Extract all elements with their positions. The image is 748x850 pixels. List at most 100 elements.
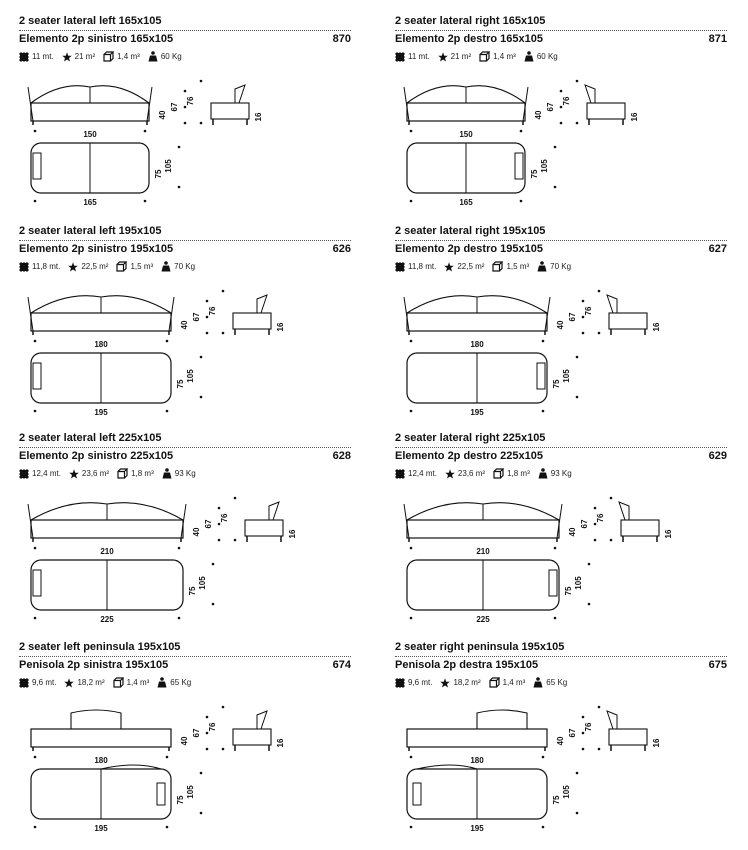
dimension-total-depth: 105	[198, 576, 207, 590]
dimension-seat-depth: 75	[552, 379, 561, 388]
dimension-back-height: 76	[220, 513, 229, 522]
area-spec: 23,6 m²	[445, 468, 485, 479]
area-spec: 22,5 m²	[68, 261, 108, 272]
fabric-spec: 11 mt.	[19, 51, 54, 62]
dimension-total-depth: 105	[562, 369, 571, 383]
area-spec: 21 m²	[61, 51, 95, 62]
dimension-width-inner: 180	[94, 340, 108, 349]
product-code: 871	[708, 33, 727, 45]
weight-icon	[524, 51, 534, 62]
weight-spec: 60 Kg	[148, 51, 182, 62]
dimension-dot	[33, 825, 37, 829]
weight-spec: 93 Kg	[538, 468, 572, 479]
dimension-dot	[165, 339, 169, 343]
product-title-en: 2 seater lateral left 165x105	[19, 15, 162, 27]
dimension-width-total: 165	[83, 198, 97, 207]
dimension-dot	[597, 705, 601, 709]
dimension-dot	[211, 602, 215, 606]
spec-row: 12,4 mt. 23,6 m² 1,8 m³ 93 Kg	[19, 468, 204, 479]
dimension-dot	[559, 89, 563, 93]
dimension-width-inner: 150	[83, 130, 97, 139]
dimension-dot	[221, 747, 225, 751]
sofa-figures	[406, 709, 648, 820]
dimension-back-height: 76	[584, 722, 593, 731]
dimension-arm-height: 67	[204, 519, 213, 528]
dimension-dot	[205, 331, 209, 335]
weight-icon	[157, 677, 167, 688]
product-title-it: Elemento 2p destro 225x105	[395, 450, 543, 462]
product-title-it: Elemento 2p sinistro 225x105	[19, 450, 174, 462]
dimension-dot	[559, 121, 563, 125]
dimension-dot	[205, 715, 209, 719]
dimension-width-inner: 180	[470, 756, 484, 765]
dotted-separator	[19, 447, 351, 448]
dimension-dot	[581, 731, 585, 735]
dimension-dot	[409, 546, 413, 550]
spec-row: 9,6 mt. 18,2 m² 1,4 m³ 65 Kg	[19, 677, 199, 688]
dimension-seat-height: 40	[180, 320, 189, 329]
sofa-figures	[27, 294, 272, 404]
star-icon	[437, 51, 448, 61]
spec-row: 9,6 mt. 18,2 m² 1,4 m³ 65 Kg	[395, 677, 575, 688]
area-spec: 18,2 m²	[64, 677, 105, 688]
weight-icon	[538, 468, 548, 479]
fabric-icon	[395, 261, 405, 272]
dimension-arm-height: 67	[192, 728, 201, 737]
area-spec: 23,6 m²	[69, 468, 109, 479]
dimension-dot	[199, 811, 203, 815]
weight-spec: 60 Kg	[524, 51, 558, 62]
weight-spec: 70 Kg	[161, 261, 195, 272]
dimension-dot	[217, 538, 221, 542]
volume-spec: 1,4 m³	[113, 677, 149, 688]
product-title-en: 2 seater lateral left 195x105	[19, 225, 162, 237]
back-cushion	[70, 709, 122, 729]
dimension-dot	[33, 755, 37, 759]
dimension-dot	[581, 331, 585, 335]
dimension-dot	[581, 715, 585, 719]
dimension-dot	[553, 546, 557, 550]
volume-spec: 1,8 m³	[493, 468, 530, 479]
product-title-it: Elemento 2p destro 165x105	[395, 33, 543, 45]
dimension-dot	[541, 339, 545, 343]
product-title-it: Penisola 2p sinistra 195x105	[19, 659, 169, 671]
dimension-dot	[587, 562, 591, 566]
product-item: 2 seater right peninsula 195x105 Penisol…	[395, 641, 727, 841]
dimension-dot	[221, 705, 225, 709]
dimension-seat-depth: 75	[530, 169, 539, 178]
dimension-dot	[143, 199, 147, 203]
dimension-seat-depth: 75	[564, 586, 573, 595]
front-view-seat	[30, 312, 172, 332]
box-icon	[489, 677, 500, 688]
fabric-icon	[395, 468, 405, 479]
front-view-seat	[406, 519, 560, 539]
dimension-arm-height: 67	[192, 312, 201, 321]
fabric-icon	[19, 677, 29, 688]
dimension-dot	[33, 616, 37, 620]
dimension-dot	[221, 331, 225, 335]
dimension-arm-depth: 16	[652, 322, 661, 331]
box-icon	[113, 677, 124, 688]
dimension-total-depth: 105	[562, 785, 571, 799]
product-item: 2 seater lateral left 225x105 Elemento 2…	[19, 432, 351, 632]
dimension-dot	[409, 616, 413, 620]
dimension-dot	[33, 409, 37, 413]
dimension-width-inner: 150	[459, 130, 473, 139]
dimension-seat-depth: 75	[176, 795, 185, 804]
dimension-dot	[593, 506, 597, 510]
weight-icon	[148, 51, 158, 62]
dimension-dot	[553, 185, 557, 189]
volume-spec: 1,4 m³	[489, 677, 525, 688]
dotted-separator	[395, 447, 727, 448]
dimension-dot	[575, 771, 579, 775]
weight-icon	[161, 261, 171, 272]
product-code: 627	[708, 243, 727, 255]
product-title-en: 2 seater lateral left 225x105	[19, 432, 162, 444]
product-item: 2 seater lateral left 165x105 Elemento 2…	[19, 15, 351, 215]
dimension-total-depth: 105	[186, 369, 195, 383]
front-view-seat	[30, 519, 184, 539]
dimension-dot	[199, 79, 203, 83]
dimension-total-depth: 105	[574, 576, 583, 590]
dimension-arm-depth: 16	[276, 322, 285, 331]
front-view-seat	[406, 728, 548, 748]
